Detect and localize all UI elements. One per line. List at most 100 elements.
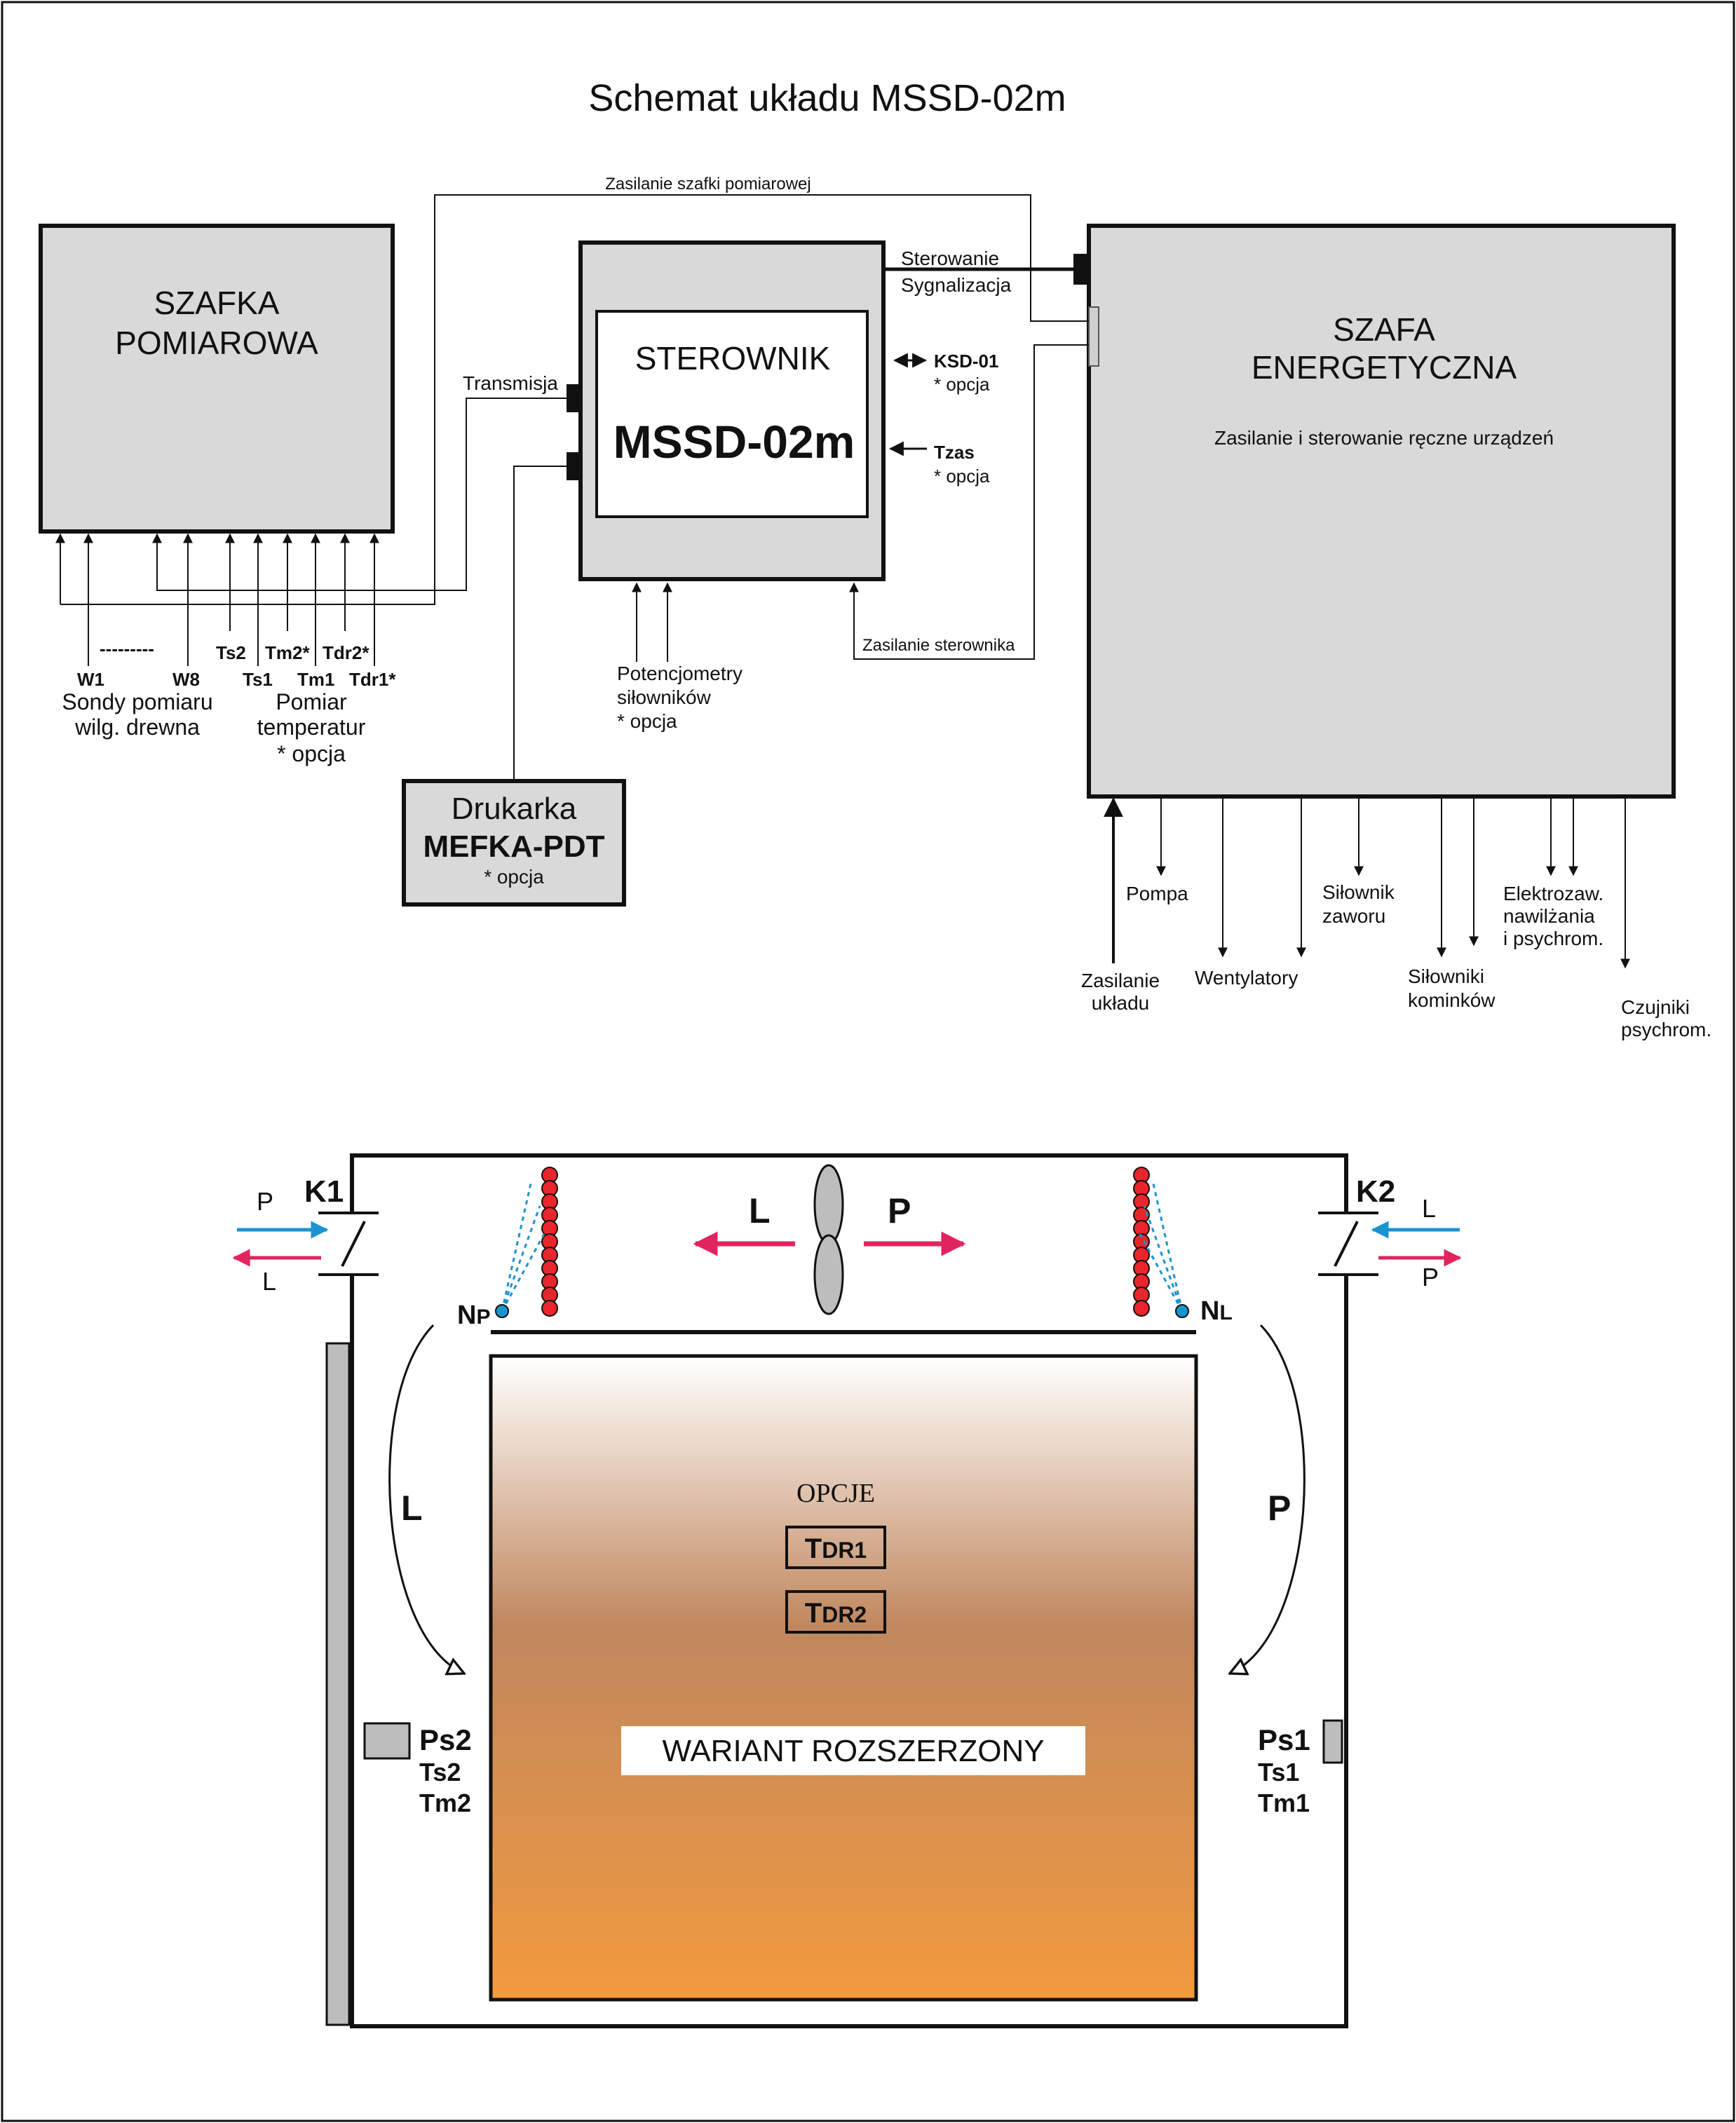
- k1-damper: [341, 1221, 366, 1267]
- heater-element: [541, 1300, 558, 1317]
- flow-right-label: P: [1268, 1488, 1291, 1528]
- w1-label: W1: [77, 669, 104, 690]
- czujniki-label-line2: psychrom.: [1621, 1019, 1711, 1040]
- potencjometry-line3: * opcja: [617, 710, 677, 732]
- nl-sensor-dotted-lines: [1139, 1180, 1184, 1312]
- sterownik-inner-box: [595, 310, 869, 518]
- tm2-chamber-label: Tm2: [419, 1789, 471, 1817]
- szafka-title-line1: SZAFKA: [154, 285, 280, 321]
- nl-sensor: [1175, 1304, 1189, 1318]
- silownik-label-line1: Siłownik: [1322, 881, 1395, 903]
- k2-l-label: L: [1422, 1194, 1436, 1223]
- drukarka-connector: [567, 452, 581, 480]
- ps2-label: Ps2: [419, 1723, 472, 1756]
- ksd-label: KSD-01: [934, 351, 998, 372]
- sygnalizacja-label: Sygnalizacja: [901, 274, 1012, 296]
- sensor-dashes: ---------: [100, 638, 154, 659]
- wentylatory-label: Wentylatory: [1195, 967, 1298, 989]
- szafa-title-line1: SZAFA: [1333, 311, 1435, 348]
- silowniki-label-line2: kominków: [1408, 989, 1496, 1011]
- tm1-label: Tm1: [297, 669, 334, 690]
- wood-stack: [489, 1354, 1198, 2002]
- drukarka-label-line2: MEFKA-PDT: [423, 829, 604, 864]
- tdr2-box-label: TDR2: [805, 1598, 867, 1629]
- szafka-pomiarowa-box: [39, 224, 395, 534]
- zasilanie-ukladu-line2: układu: [1092, 992, 1150, 1014]
- flow-curve-right: [1231, 1324, 1306, 1673]
- tdr1-label: Tdr1*: [349, 669, 396, 690]
- wariant-label: WARIANT ROZSZERZONY: [662, 1734, 1044, 1768]
- np-sensor: [495, 1304, 509, 1318]
- zasilanie-szafki-line: [60, 194, 1089, 605]
- tdr2-label: Tdr2*: [323, 642, 369, 663]
- fan-blade-bottom: [813, 1234, 844, 1315]
- sterownik-model: MSSD-02m: [613, 416, 855, 468]
- ts1-label: Ts1: [243, 669, 273, 690]
- np-sensor-dotted-lines: [501, 1180, 545, 1312]
- flow-left-label: L: [401, 1488, 423, 1528]
- heater-coil-left: [541, 1167, 558, 1317]
- chamber-wall-left-top: [350, 1153, 1348, 1213]
- sterowanie-label: Sterowanie: [901, 247, 999, 269]
- tm2-label: Tm2*: [265, 642, 310, 663]
- pompa-label: Pompa: [1126, 883, 1188, 904]
- potencjometry-line1: Potencjometry: [617, 663, 742, 684]
- wariant-box: [621, 1726, 1085, 1775]
- tdr1-box-label: TDR1: [805, 1533, 867, 1564]
- sterowanie-connector: [1073, 254, 1089, 285]
- w8-label: W8: [172, 669, 200, 690]
- tm1-chamber-label: Tm1: [1258, 1789, 1310, 1817]
- heater-element: [1133, 1300, 1150, 1317]
- drukarka-label-line3: * opcja: [484, 866, 544, 888]
- chamber-wall-main: [350, 1275, 1348, 2028]
- elektrozaw-label-line1: Elektrozaw.: [1503, 883, 1603, 904]
- zasilanie-connector: [1088, 306, 1099, 367]
- szafka-title-line2: POMIAROWA: [115, 325, 318, 361]
- ts2-label: Ts2: [216, 642, 246, 663]
- czujniki-label-line1: Czujniki: [1621, 996, 1690, 1018]
- fan-left-label: L: [749, 1191, 771, 1230]
- k1-l-label: L: [262, 1267, 276, 1296]
- heater-coil-right: [1133, 1167, 1150, 1317]
- szafa-energetyczna-box: [1087, 224, 1676, 799]
- potencjometry-line2: siłowników: [617, 686, 712, 708]
- sterownik-label: STEROWNIK: [635, 340, 831, 377]
- szafa-title-line2: ENERGETYCZNA: [1252, 349, 1517, 386]
- k1-label: K1: [304, 1174, 344, 1209]
- ps1-sensor: [1322, 1719, 1343, 1764]
- silowniki-label-line1: Siłowniki: [1408, 965, 1484, 987]
- nl-label: NL: [1200, 1296, 1233, 1326]
- drukarka-line: [513, 466, 567, 780]
- k1-p-label: P: [257, 1187, 273, 1216]
- opcje-label: OPCJE: [796, 1479, 875, 1508]
- k2-p-label: P: [1422, 1263, 1439, 1291]
- transmisja-label: Transmisja: [463, 372, 558, 394]
- tdr1-box: [785, 1526, 886, 1569]
- fan-right-label: P: [888, 1191, 911, 1230]
- pomiar-label-line3: * opcja: [277, 741, 346, 766]
- pomiar-label-line2: temperatur: [257, 714, 366, 740]
- silownik-label-line2: zaworu: [1322, 905, 1385, 927]
- flow-curve-left: [388, 1324, 463, 1673]
- ts2-chamber-label: Ts2: [419, 1758, 461, 1786]
- zasilanie-sterownika-line: [849, 344, 1089, 660]
- side-panel-left: [325, 1342, 351, 2026]
- ps2-sensor: [363, 1722, 411, 1760]
- transmisja-line: [152, 398, 567, 591]
- zasilanie-sterownika-label: Zasilanie sterownika: [862, 636, 1015, 655]
- tzas-label: Tzas: [934, 442, 975, 463]
- elektrozaw-label-line3: i psychrom.: [1503, 928, 1603, 949]
- ksd-opcja-label: * opcja: [934, 374, 990, 395]
- transmisja-connector: [567, 384, 581, 412]
- zasilanie-ukladu-line1: Zasilanie: [1081, 970, 1160, 991]
- drukarka-box: [402, 779, 626, 907]
- k2-damper: [1334, 1221, 1359, 1267]
- pomiar-label-line1: Pomiar: [276, 689, 347, 714]
- sondy-label-line2: wilg. drewna: [74, 714, 200, 740]
- szafa-subtitle: Zasilanie i sterowanie ręczne urządzeń: [1214, 427, 1554, 449]
- drukarka-label-line1: Drukarka: [452, 792, 577, 826]
- np-label: NP: [457, 1301, 490, 1330]
- tdr2-box: [785, 1590, 886, 1634]
